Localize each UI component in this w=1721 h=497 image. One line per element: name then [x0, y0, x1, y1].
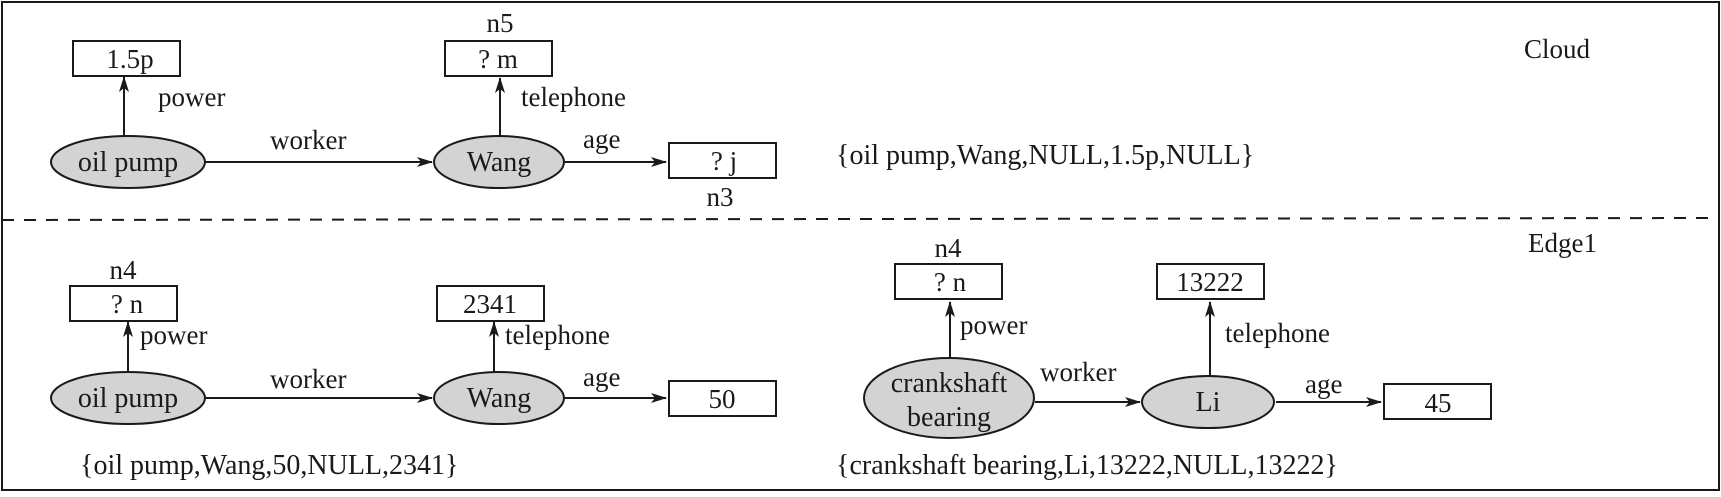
edge-left-power-value-box	[69, 285, 178, 322]
cloud-wang-label: Wang	[467, 147, 532, 178]
edge-left-age-label: age	[583, 362, 620, 392]
edge-right-li-label: Li	[1196, 387, 1221, 418]
cloud-wang-node	[433, 135, 565, 189]
cloud-age-label: age	[583, 124, 620, 154]
edge-left-power-label: power	[140, 320, 207, 350]
edge-left-oil-pump-node	[50, 371, 206, 425]
edge-right-li-node	[1141, 375, 1275, 429]
cloud-worker-label: worker	[270, 125, 346, 155]
section-label-cloud: Cloud	[1524, 34, 1591, 64]
edge-left-power-value: ? n	[111, 289, 144, 319]
cloud-age-value: ? j	[711, 146, 737, 176]
edge-right-age-value-box	[1383, 383, 1492, 420]
edge-right-crankshaft-label-line1: crankshaft	[891, 368, 1008, 399]
edge-left-n4-label: n4	[110, 255, 138, 285]
edge1-left-graph: ? n n4 2341 50 oil pump Wang power worke…	[50, 255, 777, 481]
cloud-tuple: {oil pump,Wang,NULL,1.5p,NULL}	[836, 140, 1254, 171]
edge-left-wang-node	[433, 371, 565, 425]
cloud-telephone-label: telephone	[521, 82, 626, 112]
section-label-edge1: Edge1	[1528, 228, 1597, 258]
cloud-n5-label: n5	[487, 8, 514, 38]
edge-right-telephone-value-box	[1156, 263, 1265, 300]
edge-right-age-value: 45	[1425, 388, 1452, 418]
edge-right-crankshaft-node	[863, 357, 1035, 439]
edge-left-tuple: {oil pump,Wang,50,NULL,2341}	[80, 450, 458, 481]
edge-right-age-label: age	[1305, 369, 1342, 399]
edge-right-power-value-box	[894, 263, 1003, 300]
edge-right-n4-label: n4	[935, 233, 963, 263]
edge-right-worker-label: worker	[1040, 357, 1116, 387]
cloud-age-value-box	[668, 142, 777, 179]
cloud-graph: 1.5p ? m n5 ? j n3 oil pump Wang power w…	[50, 8, 1254, 212]
edge-right-telephone-label: telephone	[1225, 318, 1330, 348]
edge-right-telephone-value: 13222	[1176, 267, 1244, 297]
cloud-power-label: power	[158, 82, 225, 112]
cloud-power-value: 1.5p	[106, 44, 153, 74]
edge-right-tuple: {crankshaft bearing,Li,13222,NULL,13222}	[836, 450, 1338, 481]
edge-right-power-value: ? n	[934, 267, 967, 297]
edge-left-wang-label: Wang	[467, 383, 532, 414]
edge-left-telephone-value: 2341	[463, 289, 517, 319]
cloud-telephone-value: ? m	[478, 44, 518, 74]
edge-left-oil-pump-label: oil pump	[78, 383, 178, 414]
cloud-oil-pump-node	[50, 135, 206, 189]
edge-left-age-value: 50	[709, 384, 736, 414]
cloud-telephone-value-box	[444, 40, 553, 77]
edge1-right-graph: ? n n4 13222 45 crankshaft bearing Li po…	[836, 233, 1492, 481]
cloud-oil-pump-label: oil pump	[78, 147, 178, 178]
edge-left-age-value-box	[668, 380, 777, 417]
edge-right-power-label: power	[960, 310, 1027, 340]
edge-left-worker-label: worker	[270, 364, 346, 394]
cloud-n3-label: n3	[707, 182, 734, 212]
edge-left-telephone-value-box	[436, 285, 545, 322]
edge-left-telephone-label: telephone	[505, 320, 610, 350]
section-divider	[1, 217, 1711, 221]
edge-right-crankshaft-label-line2: bearing	[907, 402, 991, 433]
cloud-power-value-box	[72, 40, 181, 77]
